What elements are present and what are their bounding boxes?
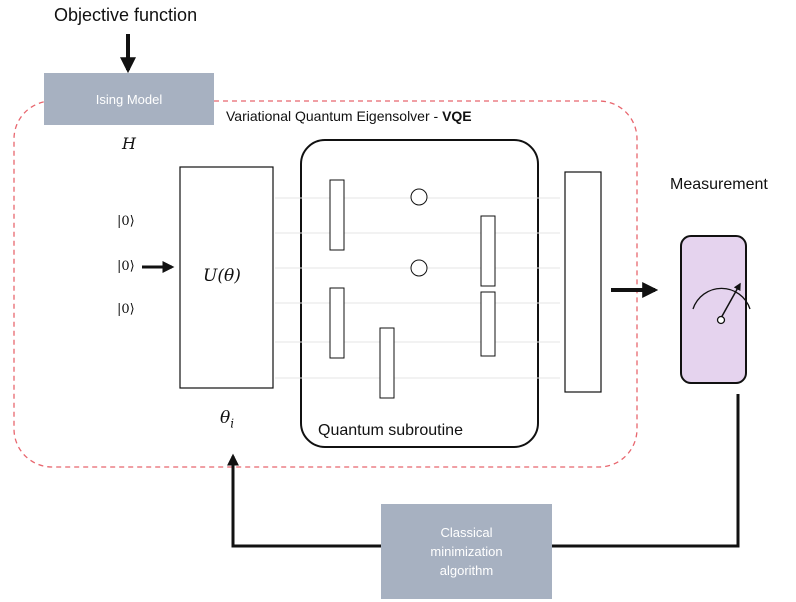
theta-symbol: θ <box>220 408 231 428</box>
measurement-title: Measurement <box>670 176 768 193</box>
ising-model-box: Ising Model <box>44 73 214 125</box>
ising-model-label: Ising Model <box>95 91 163 107</box>
classical-label-line: algorithm <box>439 563 494 578</box>
gate-circle <box>410 259 428 277</box>
objective-function-title: Objective function <box>54 5 198 25</box>
classical-minimization-box: Classical minimization algorithm <box>381 504 552 599</box>
vqe-title-bold: VQE <box>442 108 472 124</box>
quantum-subroutine-label: Quantum subroutine <box>318 422 463 439</box>
ansatz-label: U(θ) <box>203 266 241 286</box>
theta-parameter-label: θi <box>220 408 234 430</box>
vqe-title: Variational Quantum Eigensolver - VQE <box>226 108 472 124</box>
measurement-device <box>680 235 747 384</box>
gate-rect <box>329 179 345 251</box>
output-box <box>564 171 602 393</box>
quantum-subroutine-box <box>300 139 539 448</box>
input-ket-2: |0⟩ <box>117 259 135 274</box>
gate-rect <box>480 291 496 357</box>
vqe-boundary <box>13 100 638 468</box>
vqe-title-text: Variational Quantum Eigensolver - <box>226 108 443 124</box>
hamiltonian-symbol: H <box>122 134 136 153</box>
feedback-line-left <box>227 453 381 548</box>
gate-rect <box>480 215 496 287</box>
meter-dial-icon <box>692 287 751 310</box>
classical-label-line: minimization <box>430 544 503 559</box>
gate-rect <box>329 287 345 359</box>
theta-subscript: i <box>230 416 235 431</box>
meter-pivot-icon <box>716 315 726 325</box>
input-ket-1: |0⟩ <box>117 214 135 229</box>
gate-circle <box>410 188 428 206</box>
meter-needle-icon <box>720 282 741 319</box>
ansatz-box <box>179 166 274 389</box>
classical-label-line: Classical <box>440 525 493 540</box>
feedback-line-right <box>552 394 740 548</box>
gate-rect <box>379 327 395 399</box>
input-ket-3: |0⟩ <box>117 302 135 317</box>
